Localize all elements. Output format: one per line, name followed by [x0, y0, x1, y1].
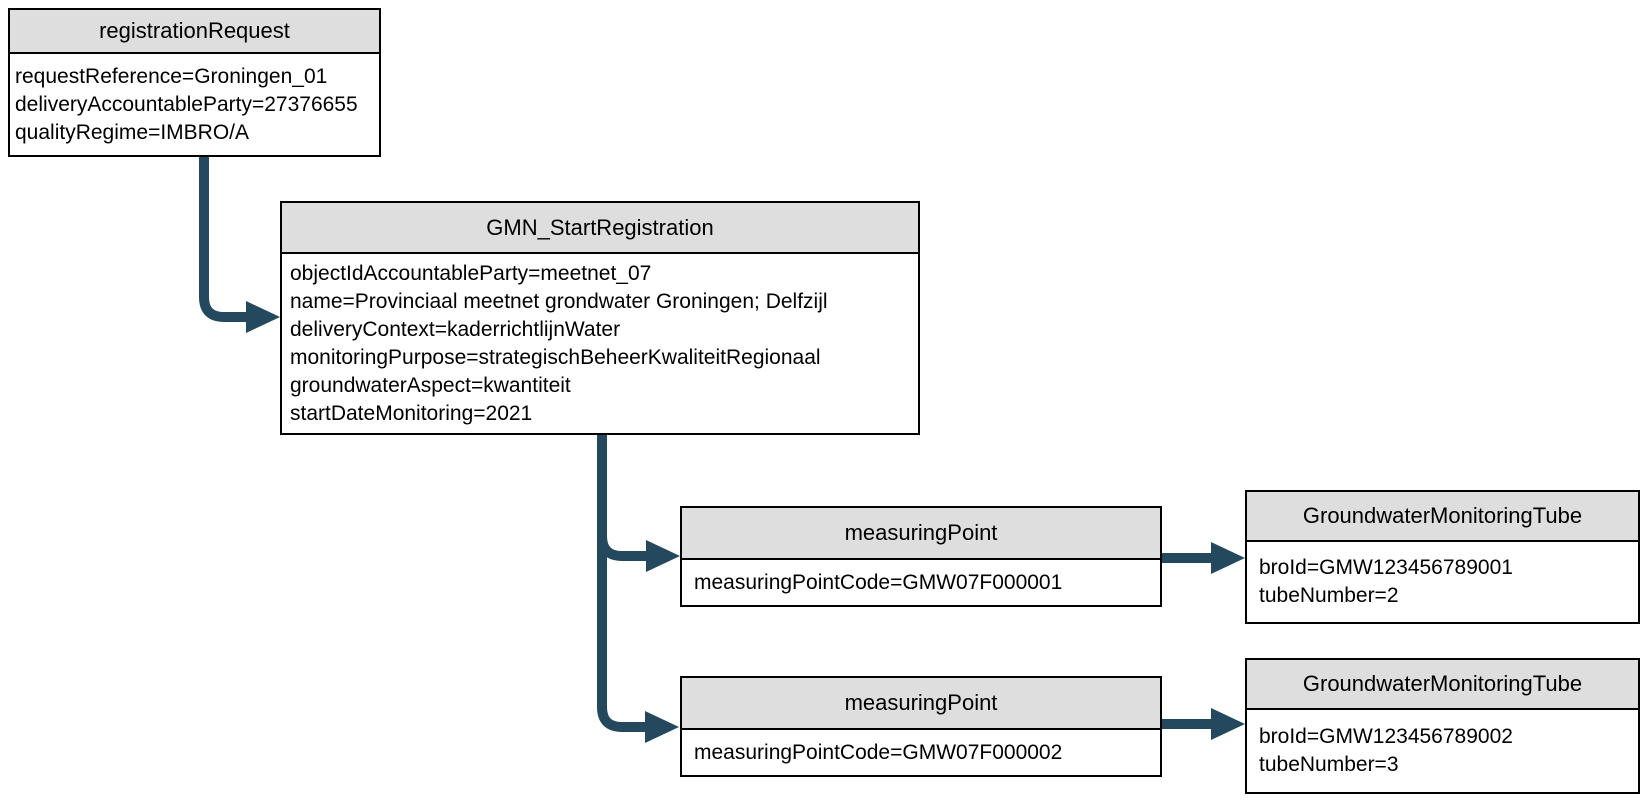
node-measuring-point-2-fields: measuringPointCode=GMW07F000002	[682, 730, 1160, 775]
node-groundwater-monitoring-tube-1-title: GroundwaterMonitoringTube	[1247, 492, 1638, 542]
field-tube-number-1: tubeNumber=2	[1259, 584, 1399, 607]
node-gmn-start-registration-fields: objectIdAccountableParty=meetnet_07 name…	[282, 254, 918, 433]
field-delivery-accountable-party: deliveryAccountableParty=27376655	[15, 92, 358, 116]
node-measuring-point-1-title: measuringPoint	[682, 508, 1160, 560]
node-gmn-start-registration: GMN_StartRegistration objectIdAccountabl…	[280, 201, 920, 435]
connector-gmn-to-measuringpoint-1	[597, 435, 680, 572]
node-groundwater-monitoring-tube-2-title: GroundwaterMonitoringTube	[1247, 660, 1638, 710]
field-tube-number-2: tubeNumber=3	[1259, 753, 1399, 776]
node-groundwater-monitoring-tube-1: GroundwaterMonitoringTube broId=GMW12345…	[1245, 490, 1640, 624]
node-groundwater-monitoring-tube-2-fields: broId=GMW123456789002 tubeNumber=3	[1247, 710, 1638, 792]
field-name: name=Provinciaal meetnet grondwater Gron…	[290, 289, 828, 313]
field-object-id-accountable-party: objectIdAccountableParty=meetnet_07	[290, 261, 652, 285]
field-monitoring-purpose: monitoringPurpose=strategischBeheerKwali…	[290, 345, 821, 369]
field-start-date-monitoring: startDateMonitoring=2021	[290, 401, 533, 425]
connector-gmn-to-measuringpoint-2	[597, 435, 679, 743]
node-groundwater-monitoring-tube-2: GroundwaterMonitoringTube broId=GMW12345…	[1245, 658, 1640, 794]
connector-measuringpoint1-to-tube1	[1162, 542, 1245, 574]
connector-measuringpoint2-to-tube2	[1162, 708, 1245, 740]
field-bro-id-2: broId=GMW123456789002	[1259, 725, 1513, 748]
connector-request-to-gmn	[199, 157, 280, 333]
node-measuring-point-1: measuringPoint measuringPointCode=GMW07F…	[680, 506, 1162, 607]
field-groundwater-aspect: groundwaterAspect=kwantiteit	[290, 373, 571, 397]
field-delivery-context: deliveryContext=kaderrichtlijnWater	[290, 317, 621, 341]
node-groundwater-monitoring-tube-1-fields: broId=GMW123456789001 tubeNumber=2	[1247, 542, 1638, 622]
node-measuring-point-1-fields: measuringPointCode=GMW07F000001	[682, 560, 1160, 605]
node-registration-request-title: registrationRequest	[10, 10, 379, 54]
field-measuring-point-code-1: measuringPointCode=GMW07F000001	[694, 570, 1063, 594]
field-measuring-point-code-2: measuringPointCode=GMW07F000002	[694, 740, 1063, 764]
field-request-reference: requestReference=Groningen_01	[15, 64, 328, 88]
node-registration-request-fields: requestReference=Groningen_01 deliveryAc…	[10, 54, 379, 155]
node-measuring-point-2: measuringPoint measuringPointCode=GMW07F…	[680, 676, 1162, 777]
field-quality-regime: qualityRegime=IMBRO/A	[15, 120, 250, 144]
node-registration-request: registrationRequest requestReference=Gro…	[8, 8, 381, 157]
field-bro-id-1: broId=GMW123456789001	[1259, 556, 1513, 579]
node-gmn-start-registration-title: GMN_StartRegistration	[282, 203, 918, 254]
node-measuring-point-2-title: measuringPoint	[682, 678, 1160, 730]
